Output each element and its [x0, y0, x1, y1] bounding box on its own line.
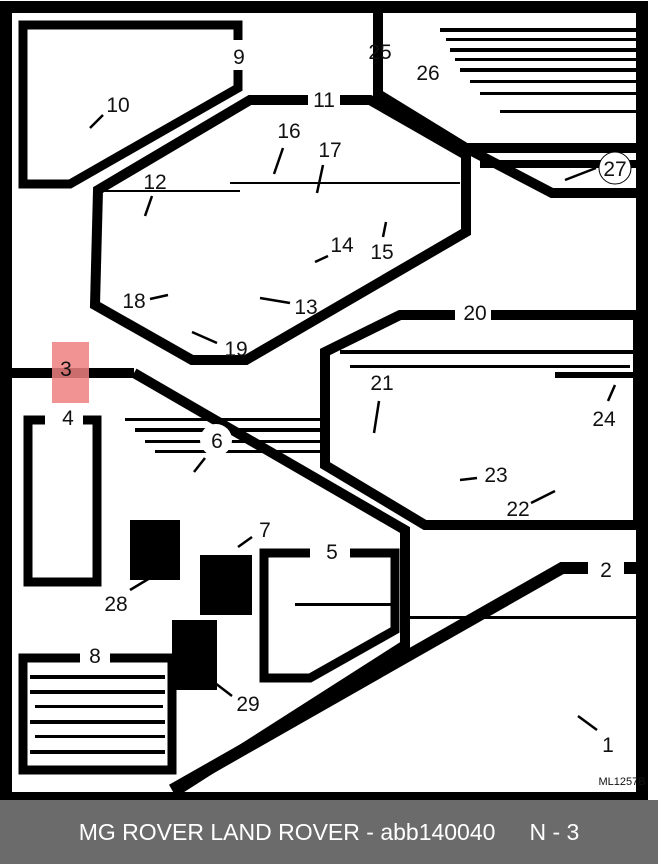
callout-7: 7: [259, 519, 271, 542]
callout-24: 24: [592, 408, 616, 431]
highlight-label-layer: 3: [60, 358, 72, 381]
callout-9: 9: [233, 46, 245, 69]
drawing-code: ML1257B: [598, 776, 645, 788]
callout-29: 29: [236, 693, 259, 716]
callout-25: 25: [368, 41, 391, 64]
callout-8: 8: [89, 645, 101, 668]
callout-3: 3: [60, 358, 72, 381]
callout-1: 1: [602, 734, 614, 757]
leader-13: [259, 296, 291, 305]
leader-19: [191, 330, 218, 345]
callout-27: 27: [603, 158, 626, 181]
callout-10: 10: [106, 94, 129, 117]
leader-18: [149, 293, 169, 301]
callout-28: 28: [104, 593, 127, 616]
leader-22: [530, 489, 556, 505]
callout-15: 15: [370, 241, 393, 264]
leader-15: [381, 221, 388, 238]
panel-octagon-outline: [89, 95, 471, 365]
callout-13: 13: [294, 296, 317, 319]
callout-23: 23: [484, 464, 507, 487]
callout-18: 18: [122, 290, 145, 313]
panel-layout-diagram: 1 2 4 5 6 7 8 9 10 11 12 13 14 15 16 17 …: [0, 1, 648, 800]
leader-7: [237, 535, 253, 549]
callout-17: 17: [318, 139, 341, 162]
leader-14: [314, 254, 329, 264]
panel-25-outline: [373, 12, 640, 153]
panel-20-outline: [320, 310, 643, 530]
leader-24: [606, 384, 617, 402]
leader-23: [459, 476, 478, 482]
scan-texture: [30, 28, 640, 754]
panel-5-outline: [259, 548, 400, 683]
callout-26: 26: [416, 62, 439, 85]
callout-20: 20: [463, 302, 486, 325]
callout-21: 21: [370, 372, 393, 395]
footer-bar: MG ROVER LAND ROVER - abb140040 N - 3: [0, 800, 658, 864]
leader-1: [577, 714, 598, 732]
highlight-callout-3: [52, 342, 89, 403]
leader-27: [564, 166, 597, 182]
leader-29: [214, 682, 233, 697]
footer-source: MG ROVER LAND ROVER - abb140040: [78, 818, 496, 845]
callout-27-circle: [598, 151, 632, 185]
callout-14: 14: [330, 234, 354, 257]
leader-12: [143, 195, 154, 217]
panel-10-outline: [18, 20, 243, 189]
callout-4: 4: [62, 407, 74, 430]
leader-10: [89, 114, 104, 129]
leader-21: [372, 400, 381, 434]
callout-22: 22: [506, 498, 529, 521]
callout-19: 19: [224, 338, 247, 361]
callout-16: 16: [277, 120, 300, 143]
callout-2: 2: [600, 559, 612, 582]
callout-6-circle: [200, 424, 232, 456]
leader-6: [193, 457, 206, 473]
panel-8-outline: [18, 653, 177, 775]
leader-17: [315, 164, 325, 194]
callout-12: 12: [143, 171, 166, 194]
callout-11: 11: [313, 89, 335, 112]
callout-5: 5: [326, 541, 338, 564]
footer-page: N - 3: [529, 818, 580, 845]
panel-4-outline: [23, 415, 102, 587]
leader-16: [272, 147, 285, 175]
callout-6: 6: [211, 430, 223, 453]
